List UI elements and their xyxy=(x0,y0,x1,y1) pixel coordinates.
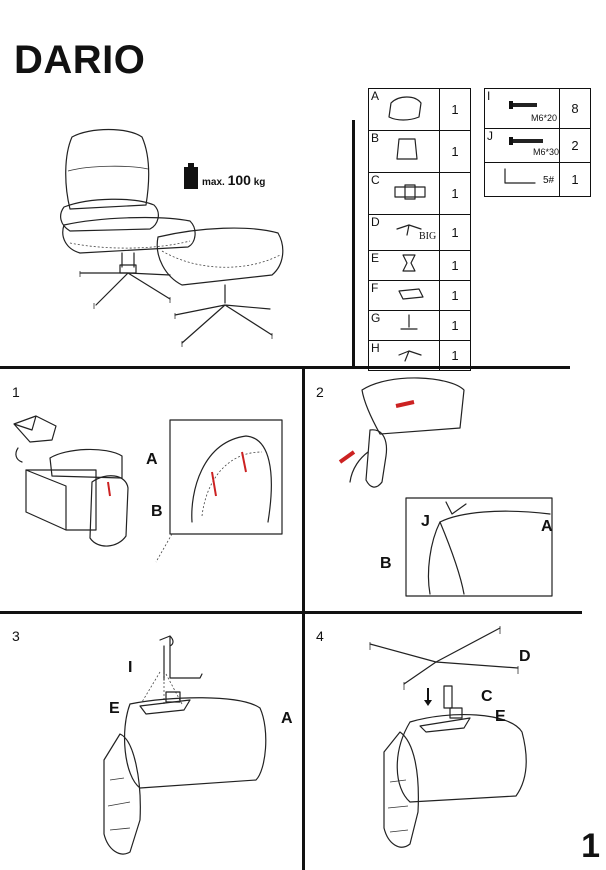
part-row: C 1 xyxy=(368,172,471,215)
part-small-base-icon xyxy=(398,350,422,362)
hardware-qty: 8 xyxy=(559,88,591,129)
step-1-label-a: A xyxy=(146,451,158,468)
step-2-illustration xyxy=(338,377,553,597)
part-row: G 1 xyxy=(368,310,471,341)
hardware-qty: 2 xyxy=(559,128,591,163)
part-row: A 1 xyxy=(368,88,471,131)
part-qty: 1 xyxy=(439,214,471,251)
part-back-icon xyxy=(396,138,418,160)
part-letter: G xyxy=(371,311,381,325)
part-stem-icon xyxy=(400,314,418,330)
part-letter: B xyxy=(371,131,380,145)
step-4-number: 4 xyxy=(316,628,324,644)
part-row: H 1 xyxy=(368,340,471,371)
max-weight-label: max. 100 kg xyxy=(202,172,265,188)
part-letter: E xyxy=(371,251,380,265)
hardware-size: M6*20 xyxy=(531,113,558,123)
part-row: E 1 xyxy=(368,250,471,281)
chair-ottoman-illustration xyxy=(60,128,284,347)
part-seat-icon xyxy=(388,96,422,121)
step-2-label-b: B xyxy=(380,555,392,572)
part-qty: 1 xyxy=(439,340,471,371)
hardware-size: M6*30 xyxy=(533,147,560,157)
parts-table: A 1 B 1 C 1 D BIG 1 E 1 F 1 G 1 H 1 xyxy=(368,88,471,371)
hardware-row: J M6*30 2 xyxy=(484,128,591,163)
hardware-qty: 1 xyxy=(559,162,591,197)
bolt-icon xyxy=(509,101,537,109)
part-letter: C xyxy=(371,173,380,187)
part-row: B 1 xyxy=(368,130,471,173)
step-3-number: 3 xyxy=(12,628,20,644)
part-qty: 1 xyxy=(439,88,471,131)
weight-value: 100 xyxy=(227,172,251,188)
step-3-label-a: A xyxy=(281,710,293,727)
weight-unit: kg xyxy=(253,177,266,188)
divider-vertical-steps xyxy=(302,368,305,870)
page-number: 1 xyxy=(581,827,600,865)
weight-icon xyxy=(184,163,198,189)
step-4-label-d: D xyxy=(519,648,531,665)
step-3-illustration xyxy=(103,635,267,855)
part-qty: 1 xyxy=(439,250,471,281)
part-letter: A xyxy=(371,89,380,103)
part-letter: H xyxy=(371,341,380,355)
bolt-icon xyxy=(509,137,543,145)
part-letter: F xyxy=(371,281,379,295)
part-note: BIG xyxy=(419,231,437,242)
part-qty: 1 xyxy=(439,280,471,311)
part-qty: 1 xyxy=(439,310,471,341)
hardware-letter: J xyxy=(487,129,493,143)
step-3-label-i: I xyxy=(128,659,133,676)
step-1-label-b: B xyxy=(151,503,163,520)
step-4-label-e: E xyxy=(495,708,506,725)
part-qty: 1 xyxy=(439,172,471,215)
part-gas-cylinder-icon xyxy=(394,184,426,200)
divider-vertical-top xyxy=(352,120,355,366)
step-2-label-a: A xyxy=(541,518,553,535)
part-row: F 1 xyxy=(368,280,471,311)
allen-key-icon xyxy=(504,168,536,184)
hardware-row: I M6*20 8 xyxy=(484,88,591,129)
step-4-label-c: C xyxy=(481,688,493,705)
document-title: DARIO xyxy=(14,38,146,82)
step-3-label-e: E xyxy=(109,700,120,717)
part-row: D BIG 1 xyxy=(368,214,471,251)
step-2-number: 2 xyxy=(316,384,324,400)
hardware-size: 5# xyxy=(543,175,555,186)
weight-prefix: max. xyxy=(202,177,225,188)
step-1-number: 1 xyxy=(12,384,20,400)
part-qty: 1 xyxy=(439,130,471,173)
divider-horizontal-1 xyxy=(0,366,570,369)
hardware-table: I M6*20 8 J M6*30 2 5# 1 xyxy=(484,88,591,197)
divider-horizontal-2 xyxy=(0,611,582,614)
hardware-letter: I xyxy=(487,89,491,103)
part-letter: D xyxy=(371,215,380,229)
step-1-illustration xyxy=(13,415,283,563)
hardware-row: 5# 1 xyxy=(484,162,591,197)
part-cushion-icon xyxy=(398,288,424,300)
step-2-label-j: J xyxy=(421,513,430,530)
part-mechanism-icon xyxy=(402,254,416,272)
part-big-base-icon xyxy=(396,224,422,236)
step-4-illustration xyxy=(369,626,527,848)
